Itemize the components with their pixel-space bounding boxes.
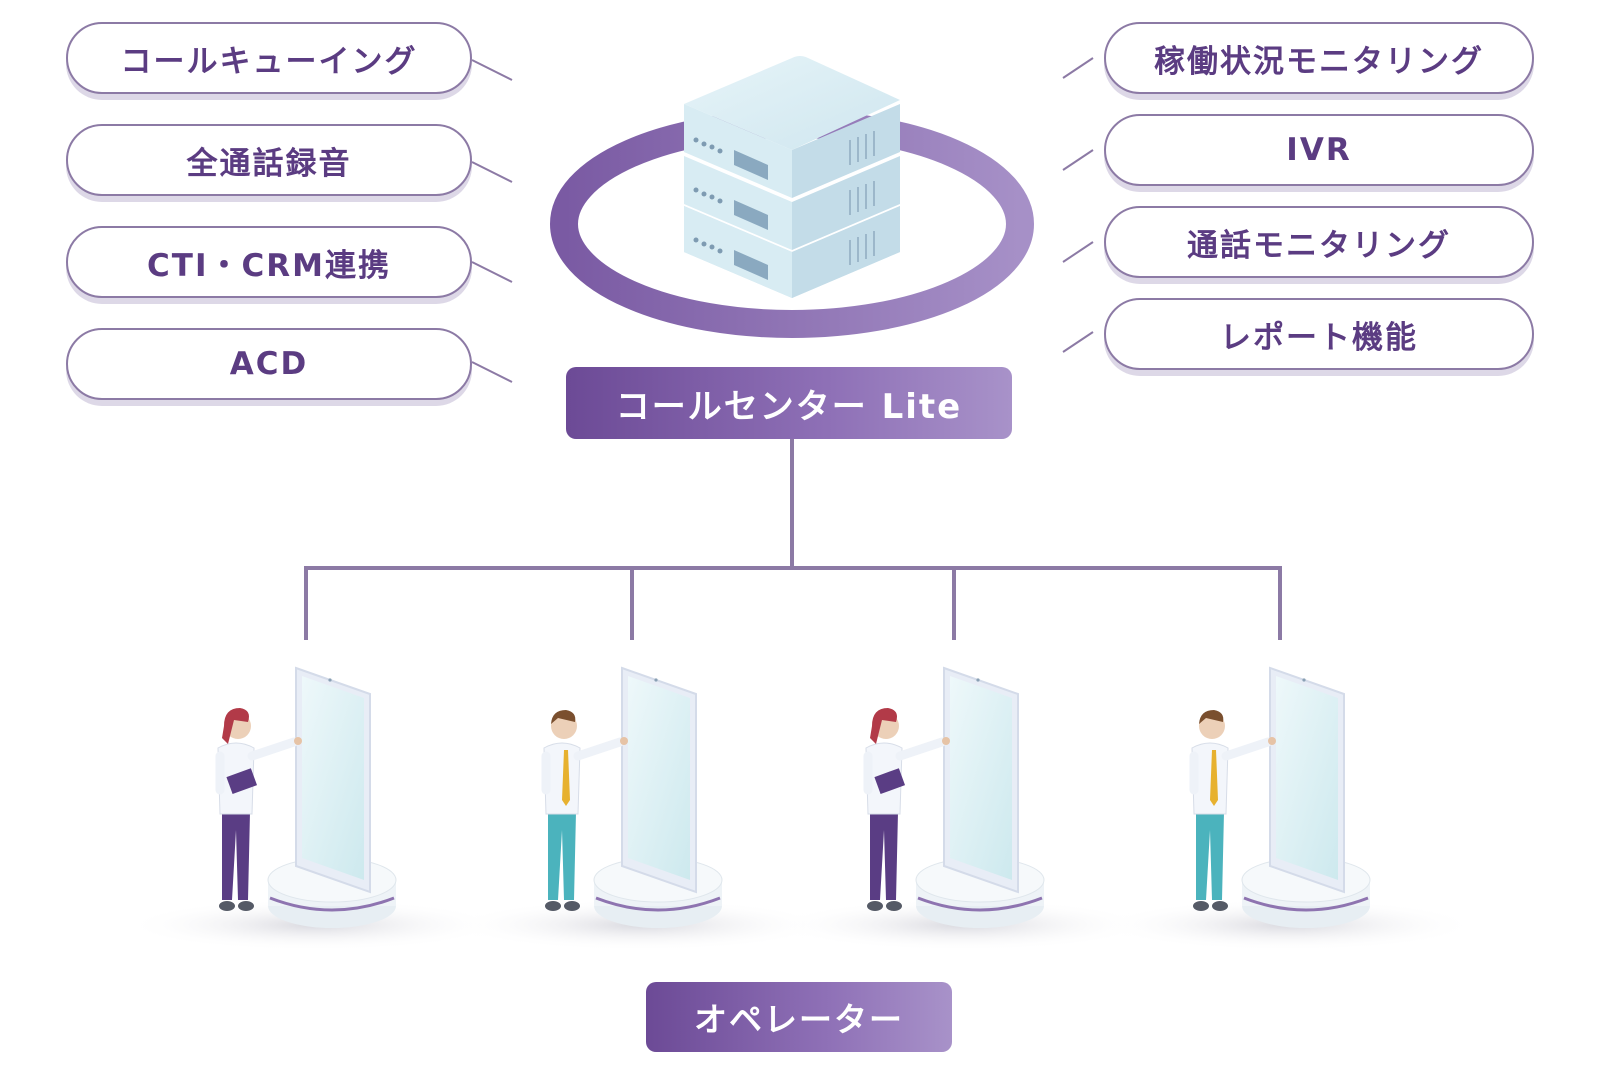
feature-label: CTI・CRM連携 xyxy=(147,247,391,284)
feature-call-recording: 全通話録音 xyxy=(66,124,472,196)
feature-label: 全通話録音 xyxy=(186,145,352,182)
feature-label: 通話モニタリング xyxy=(1187,227,1451,264)
operator-station xyxy=(450,666,830,951)
feature-label: レポート機能 xyxy=(1220,319,1418,356)
operator-icon xyxy=(215,708,302,911)
operator-station xyxy=(124,666,504,951)
feature-reporting: レポート機能 xyxy=(1104,298,1534,370)
tablet-kiosk-icon xyxy=(1241,666,1371,928)
operators-illustration xyxy=(124,666,1478,951)
feature-call-queuing: コールキューイング xyxy=(66,22,472,94)
system-label-box: コールセンター Lite xyxy=(566,367,1012,439)
operator-icon xyxy=(1189,710,1276,911)
feature-call-monitoring: 通話モニタリング xyxy=(1104,206,1534,278)
feature-label: ACD xyxy=(229,346,309,382)
feature-status-monitoring: 稼働状況モニタリング xyxy=(1104,22,1534,94)
tablet-kiosk-icon xyxy=(915,666,1045,928)
right-connectors xyxy=(1062,57,1094,353)
operator-connector-lines xyxy=(304,438,1282,640)
tablet-kiosk-icon xyxy=(593,666,723,928)
operator-station xyxy=(772,666,1152,951)
feature-label: コールキューイング xyxy=(120,43,418,80)
feature-ivr: IVR xyxy=(1104,114,1534,186)
server-icon xyxy=(684,56,900,298)
operators-label-box: オペレーター xyxy=(646,982,952,1052)
left-connectors xyxy=(471,59,513,383)
operators-label: オペレーター xyxy=(694,1000,904,1039)
feature-acd: ACD xyxy=(66,328,472,400)
system-label: コールセンター Lite xyxy=(615,386,963,427)
operator-icon xyxy=(863,708,950,911)
operator-station xyxy=(1098,666,1478,951)
operator-icon xyxy=(541,710,628,911)
tablet-kiosk-icon xyxy=(267,666,397,928)
feature-label: 稼働状況モニタリング xyxy=(1154,43,1484,80)
feature-label: IVR xyxy=(1286,132,1352,168)
feature-cti-crm: CTI・CRM連携 xyxy=(66,226,472,298)
